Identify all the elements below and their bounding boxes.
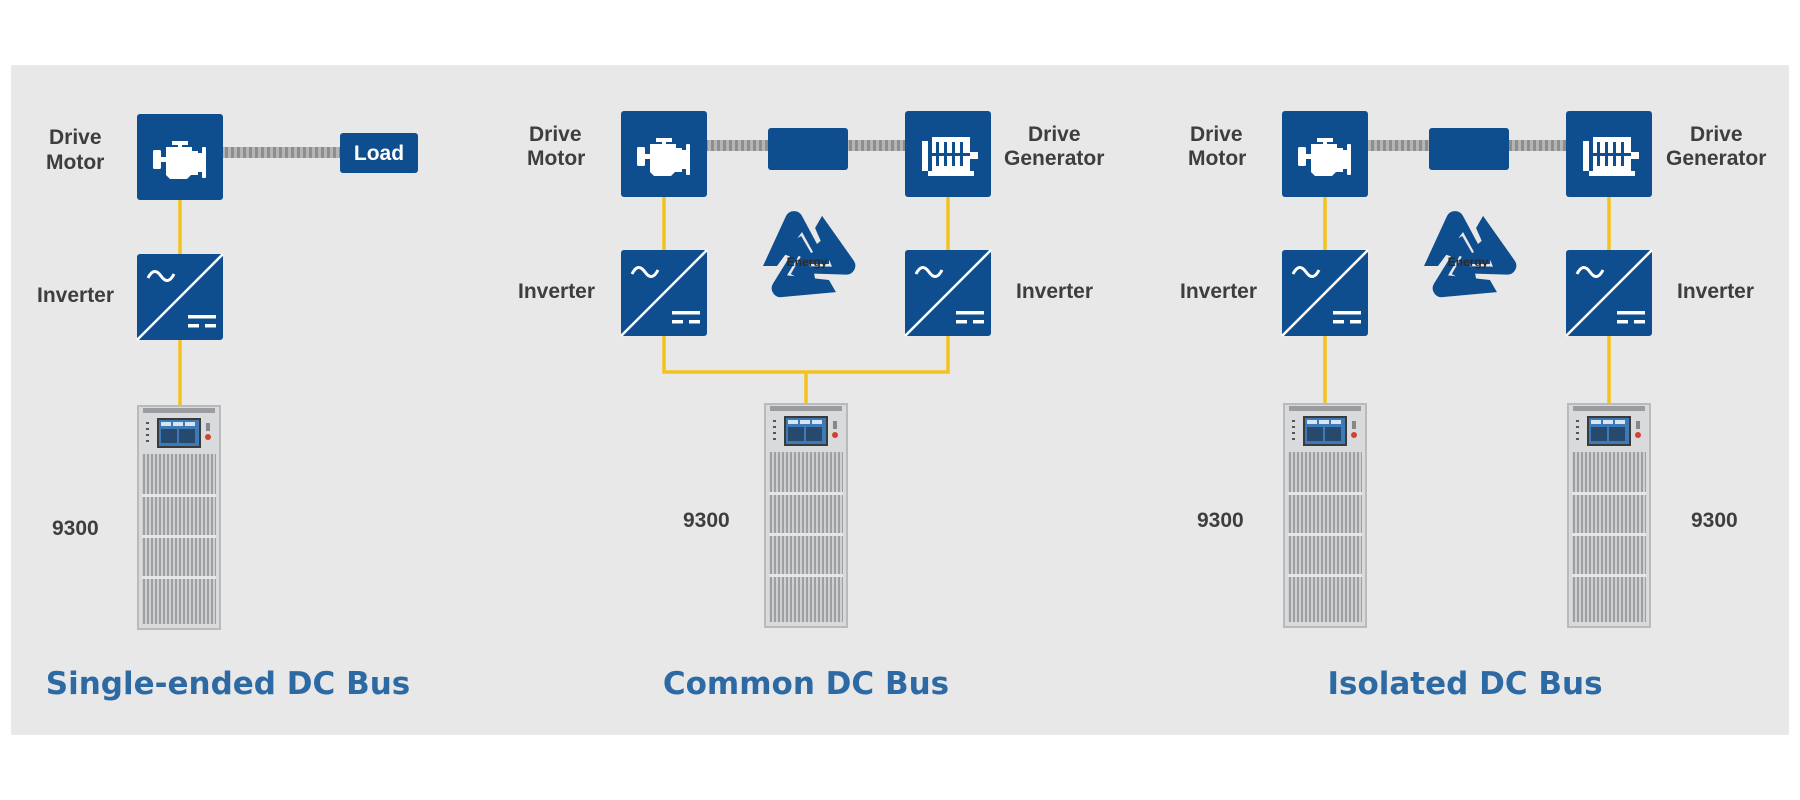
battery-test-system-cabinet bbox=[764, 403, 848, 628]
energy-label: Energy bbox=[787, 255, 828, 269]
coupling-block bbox=[768, 128, 848, 170]
coupling-block bbox=[1429, 128, 1509, 170]
energy-label: Energy bbox=[1448, 255, 1489, 269]
drive-generator-block bbox=[905, 111, 991, 197]
inverter-right-block bbox=[903, 248, 993, 338]
battery-test-system-cabinet-right bbox=[1567, 403, 1651, 628]
shaft bbox=[222, 147, 340, 158]
section-title: Single-ended DC Bus bbox=[46, 666, 410, 702]
equipment-left-label: 9300 bbox=[1197, 509, 1244, 532]
diagram-background bbox=[11, 65, 1789, 735]
inverter-block bbox=[135, 252, 225, 342]
inverter-right-label: Inverter bbox=[1016, 280, 1093, 303]
section-title: Common DC Bus bbox=[663, 666, 949, 702]
battery-test-system-cabinet-left bbox=[1283, 403, 1367, 628]
drive-motor-block bbox=[1282, 111, 1368, 197]
common-dc-bus-wire bbox=[662, 336, 950, 374]
section-title: Isolated DC Bus bbox=[1327, 666, 1602, 702]
inverter-left-label: Inverter bbox=[1180, 280, 1257, 303]
equipment-label: 9300 bbox=[683, 509, 730, 532]
drive-generator-block bbox=[1566, 111, 1652, 197]
drive-motor-block bbox=[137, 114, 223, 200]
inverter-label: Inverter bbox=[37, 284, 114, 307]
battery-test-system-cabinet bbox=[137, 405, 221, 630]
equipment-label: 9300 bbox=[52, 517, 99, 540]
drive-motor-block bbox=[621, 111, 707, 197]
inverter-right-block bbox=[1564, 248, 1654, 338]
inverter-left-block bbox=[1280, 248, 1370, 338]
load-label: Load bbox=[354, 142, 404, 165]
load-block: Load bbox=[340, 133, 418, 173]
inverter-right-label: Inverter bbox=[1677, 280, 1754, 303]
inverter-left-block bbox=[619, 248, 709, 338]
inverter-left-label: Inverter bbox=[518, 280, 595, 303]
equipment-right-label: 9300 bbox=[1691, 509, 1738, 532]
